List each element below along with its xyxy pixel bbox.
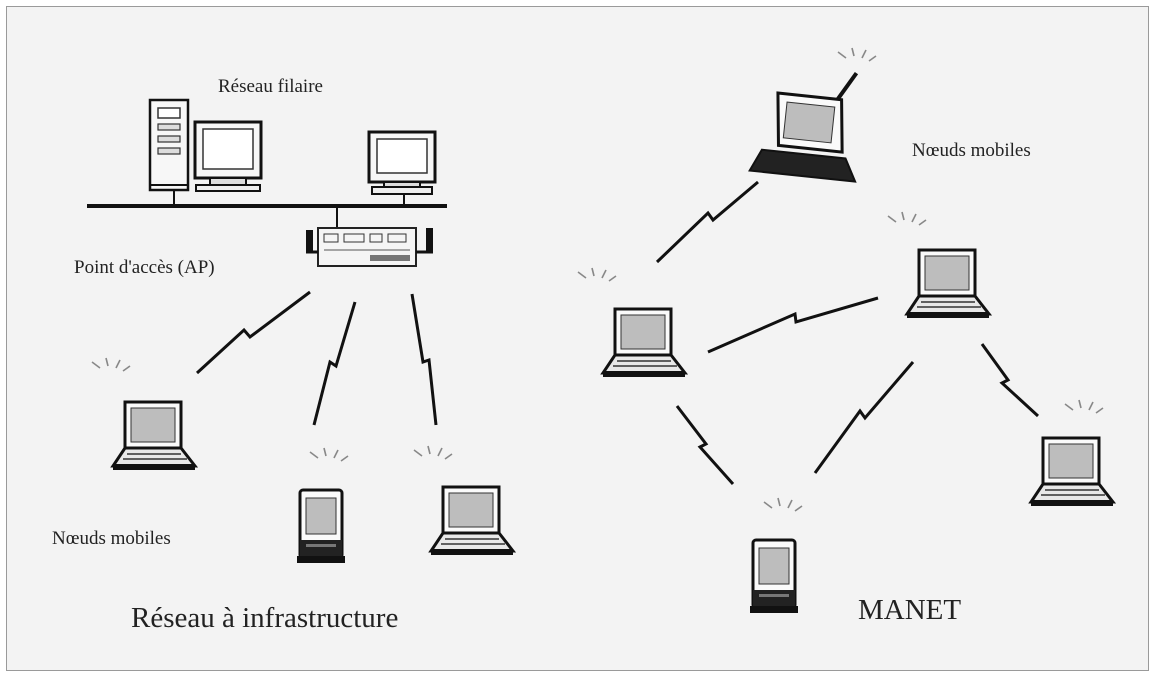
signal-icon xyxy=(1064,399,1104,414)
wireless-link xyxy=(655,180,759,264)
tower-computer-icon xyxy=(148,98,190,192)
laptop-icon xyxy=(905,248,991,320)
pda-icon xyxy=(295,488,347,565)
laptop-icon xyxy=(601,307,687,379)
signal-icon xyxy=(309,447,349,462)
wireless-links xyxy=(195,180,1040,485)
laptop-antenna-icon xyxy=(748,71,859,183)
signal-icon xyxy=(91,357,131,372)
signal-icon xyxy=(837,47,877,62)
wireless-link xyxy=(312,301,357,426)
signal-icon xyxy=(413,445,453,460)
pda-icon xyxy=(748,538,800,615)
signal-icon xyxy=(763,497,803,512)
wireless-link xyxy=(707,296,879,354)
laptop-icon xyxy=(111,400,197,472)
mobile-nodes-right-label: Nœuds mobiles xyxy=(912,140,1031,161)
manet-title: MANET xyxy=(858,594,962,626)
laptop-icon xyxy=(429,485,515,557)
wireless-link xyxy=(675,405,735,485)
wireless-link xyxy=(980,343,1040,418)
access-point-icon xyxy=(306,227,433,267)
laptop-icon xyxy=(1029,436,1115,508)
wireless-link xyxy=(813,361,915,474)
diagram-frame xyxy=(6,6,1149,671)
mobile-nodes-left-label: Nœuds mobiles xyxy=(52,528,171,549)
signal-icon xyxy=(577,267,617,282)
wireless-link xyxy=(195,290,311,375)
wireless-link xyxy=(410,293,438,426)
infrastructure-network-title: Réseau à infrastructure xyxy=(131,602,399,634)
access-point-label: Point d'accès (AP) xyxy=(74,257,215,278)
desktop-monitor-icon xyxy=(367,130,437,195)
signal-icon xyxy=(887,211,927,226)
desktop-monitor-icon xyxy=(193,120,263,192)
wired-network-label: Réseau filaire xyxy=(218,76,323,97)
